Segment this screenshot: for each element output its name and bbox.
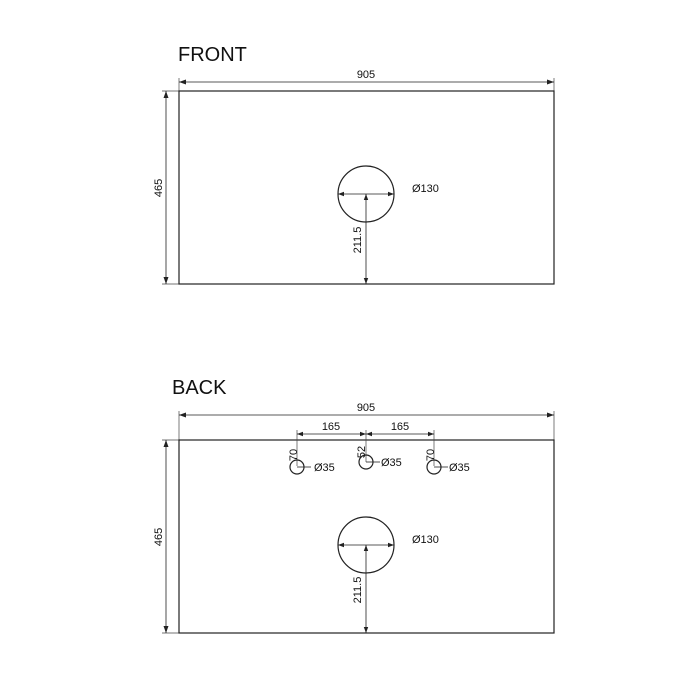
back-spacing-right-label: 165 <box>391 421 409 433</box>
back-spacing-right-arrow-b <box>428 431 434 437</box>
back-offset-arrow-top <box>363 545 369 551</box>
front-title: FRONT <box>178 44 247 66</box>
front-worktop-outline <box>178 90 555 285</box>
back-hole-right-label: Ø35 <box>449 462 470 474</box>
front-width-arrow-left <box>179 79 186 85</box>
back-width-label: 905 <box>357 402 375 414</box>
front-width-label: 905 <box>357 69 375 81</box>
back-hole-right-offset-label: 70 <box>425 449 437 461</box>
back-spacing-left-arrow-b <box>360 431 366 437</box>
back-offset-label: 211.5 <box>352 577 364 604</box>
back-spacing-right-arrow-a <box>366 431 372 437</box>
front-basin-arrow-right <box>388 191 394 197</box>
front-height-arrow-top <box>163 91 169 98</box>
front-offset-arrow-bottom <box>363 278 369 284</box>
back-hole-left-label: Ø35 <box>314 462 335 474</box>
front-height-label: 465 <box>153 179 165 197</box>
back-height-label: 465 <box>153 528 165 546</box>
back-title: BACK <box>172 377 227 399</box>
back-spacing-left-arrow-a <box>297 431 303 437</box>
back-hole-center-offset-label: 52 <box>356 446 368 458</box>
back-basin-arrow-left <box>338 542 344 548</box>
back-view: BACK 905 465 165 165 70 5 <box>153 377 555 634</box>
back-spacing-left-label: 165 <box>322 421 340 433</box>
back-hole-center-label: Ø35 <box>381 457 402 469</box>
front-offset-arrow-top <box>363 194 369 200</box>
back-offset-arrow-bottom <box>363 627 369 633</box>
back-basin-arrow-right <box>388 542 394 548</box>
front-basin-label: Ø130 <box>412 183 439 195</box>
back-basin-label: Ø130 <box>412 534 439 546</box>
front-view: FRONT 905 465 Ø130 211.5 <box>153 44 555 285</box>
back-worktop-outline <box>178 439 555 634</box>
front-offset-label: 211.5 <box>352 227 364 254</box>
front-height-arrow-bottom <box>163 277 169 284</box>
back-hole-left-offset-label: 70 <box>288 449 300 461</box>
back-height-arrow-top <box>163 440 169 447</box>
back-width-arrow-right <box>547 412 554 418</box>
back-width-arrow-left <box>179 412 186 418</box>
front-width-arrow-right <box>547 79 554 85</box>
front-basin-arrow-left <box>338 191 344 197</box>
back-height-arrow-bottom <box>163 626 169 633</box>
